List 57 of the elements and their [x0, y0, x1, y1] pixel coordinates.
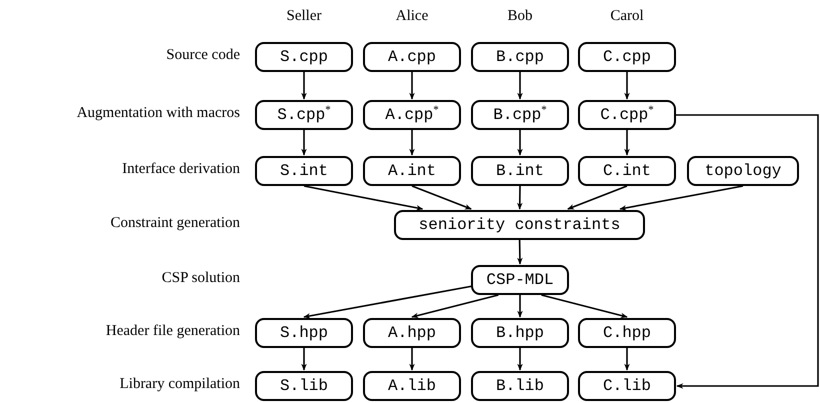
arrow — [624, 72, 630, 100]
arrow — [517, 186, 523, 210]
column-header: Alice — [396, 8, 428, 25]
arrow — [619, 185, 744, 211]
process-box: B.cpp$^{*}$ — [471, 100, 569, 130]
process-box: A.lib — [363, 371, 461, 401]
arrow — [409, 348, 415, 371]
process-box: B.int — [471, 156, 569, 186]
process-box: C.lib — [578, 371, 676, 401]
arrow — [567, 185, 628, 210]
arrow — [301, 348, 307, 371]
arrow — [624, 130, 630, 156]
process-box: C.int — [578, 156, 676, 186]
arrow — [676, 114, 819, 389]
arrow — [541, 294, 628, 318]
process-box: A.cpp — [363, 42, 461, 72]
arrow — [409, 130, 415, 156]
process-box: B.cpp — [471, 42, 569, 72]
process-box: A.cpp$^{*}$ — [363, 100, 461, 130]
arrow — [304, 185, 424, 211]
process-box: topology — [687, 156, 799, 186]
row-label: CSP solution — [162, 270, 240, 287]
process-box: B.hpp — [471, 318, 569, 348]
row-label: Header file generation — [106, 323, 240, 340]
column-header: Bob — [508, 8, 532, 25]
arrow — [301, 72, 307, 100]
arrow — [301, 130, 307, 156]
process-box: A.int — [363, 156, 461, 186]
process-box: S.lib — [255, 371, 353, 401]
arrow — [303, 285, 474, 319]
process-box: S.hpp — [255, 318, 353, 348]
arrow — [624, 348, 630, 371]
arrow — [517, 72, 523, 100]
row-label: Constraint generation — [110, 215, 240, 232]
arrow — [517, 295, 523, 318]
arrow — [411, 294, 499, 318]
arrow — [517, 240, 523, 265]
process-box: C.hpp — [578, 318, 676, 348]
process-box: CSP-MDL — [471, 265, 569, 295]
row-label: Augmentation with macros — [76, 105, 240, 122]
arrow — [517, 130, 523, 156]
row-label: Source code — [166, 47, 240, 64]
process-box: B.lib — [471, 371, 569, 401]
row-label: Library compilation — [120, 376, 240, 393]
column-header: Carol — [610, 8, 644, 25]
column-header: Seller — [286, 8, 322, 25]
arrow — [409, 72, 415, 100]
process-box: C.cpp$^{*}$ — [578, 100, 676, 130]
process-box: S.cpp$^{*}$ — [255, 100, 353, 130]
process-box: A.hpp — [363, 318, 461, 348]
arrow — [412, 185, 472, 210]
process-box: seniority constraints — [394, 210, 645, 240]
row-label: Interface derivation — [122, 161, 240, 178]
process-box: S.cpp — [255, 42, 353, 72]
arrow — [517, 348, 523, 371]
process-box: S.int — [255, 156, 353, 186]
process-box: C.cpp — [578, 42, 676, 72]
